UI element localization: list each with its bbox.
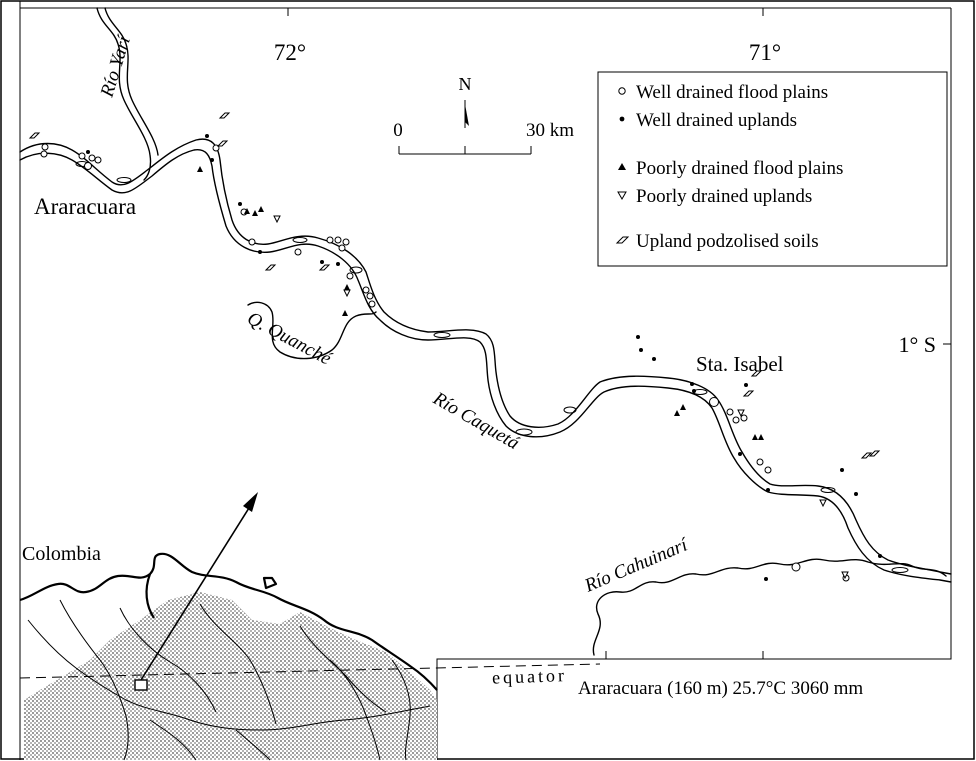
legend-label-poorly-drained-uplands: Poorly drained uplands (636, 186, 812, 207)
lon-72-label: 72° (274, 40, 306, 65)
legend-symbols (615, 87, 630, 244)
quanche-stream (247, 301, 377, 360)
yari-river (96, 7, 152, 181)
lat-1s-label: 1° S (898, 332, 936, 357)
legend-label-well-drained-uplands: Well drained uplands (636, 110, 797, 131)
site-markers-upland-podzolised-soils (28, 112, 881, 459)
site-markers-poorly-drained-uplands (273, 215, 849, 580)
caqueta-river-north-bank (19, 138, 952, 575)
scale-start-label: 0 (393, 120, 403, 141)
site-markers-well-drained-flood-plains (40, 143, 850, 582)
scale-end-label: 30 km (526, 120, 574, 141)
inset-rivers (27, 619, 431, 731)
locator-arrow-shaft (140, 499, 255, 681)
caqueta-river-south-bank (19, 149, 952, 583)
legend-parallelogram-symbol (615, 236, 630, 244)
cahuinari-river (592, 558, 947, 656)
legend-box (597, 71, 948, 267)
study-area-box (134, 679, 148, 691)
amazon-basin-stipple (24, 592, 437, 760)
legend-label-poorly-drained-flood-plains: Poorly drained flood plains (636, 158, 843, 179)
river-label-quanche: Q. Quanché (244, 308, 336, 370)
equator-label: equator (492, 665, 568, 688)
place-label-sta-isabel: Sta. Isabel (696, 352, 784, 376)
legend-open-circle-symbol (618, 87, 626, 95)
locator-arrow-head (243, 492, 258, 512)
lon-71-label: 71° (749, 40, 781, 65)
river-label-caqueta: Río Caquetá (429, 388, 524, 455)
equator-line (19, 663, 601, 679)
site-markers-well-drained-uplands (86, 134, 882, 581)
legend-label-well-drained-flood-plains: Well drained flood plains (636, 82, 828, 103)
legend-filled-triangle-symbol (618, 163, 626, 170)
graticule-ticks (287, 8, 951, 659)
site-markers-poorly-drained-flood-plains (197, 166, 764, 440)
inset-coastline (19, 552, 438, 691)
place-label-colombia: Colombia (22, 543, 101, 565)
legend-label-upland-podzolised-soils: Upland podzolised soils (636, 231, 819, 252)
climate-caption: Araracuara (160 m) 25.7°C 3060 mm (578, 678, 863, 699)
place-label-araracuara: Araracuara (34, 194, 136, 219)
legend-filled-dot-symbol (619, 116, 625, 122)
river-label-yari: Río Yarí (96, 32, 135, 100)
inset-map (19, 492, 601, 761)
north-arrow (464, 100, 469, 128)
scale-bar (398, 146, 532, 155)
legend-open-triangle-symbol (617, 191, 627, 201)
north-label: N (459, 74, 472, 94)
